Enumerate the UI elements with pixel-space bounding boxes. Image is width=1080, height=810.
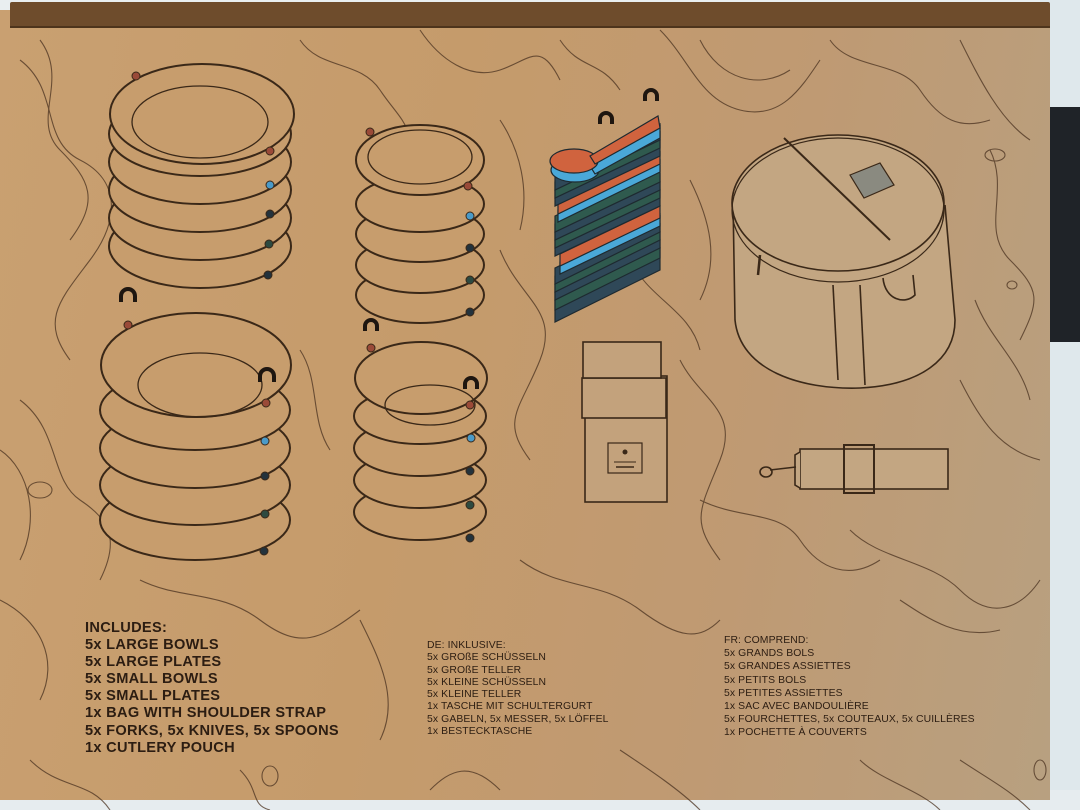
includes-list-de: DE: INKLUSIVE: 5x GROßE SCHÜSSELN 5x GRO… [427, 640, 609, 739]
includes-item-en: 5x LARGE BOWLS [85, 637, 219, 654]
includes-title-de: DE: INKLUSIVE: [427, 640, 506, 651]
includes-list-fr: FR: COMPREND: 5x GRANDS BOLS 5x GRANDES … [724, 635, 975, 742]
includes-item-de: 5x GROßE SCHÜSSELN [427, 652, 547, 664]
round-bag [731, 134, 956, 389]
shoulder-strap [759, 444, 949, 494]
includes-item-fr: 5x GRANDES ASSIETTES [724, 661, 851, 673]
includes-item-fr: 5x GRANDS BOLS [724, 648, 815, 660]
includes-item-fr: 5x PETITS BOLS [724, 674, 807, 686]
magnet-icon [643, 88, 659, 101]
includes-item-de: 5x KLEINE SCHÜSSELN [427, 676, 547, 688]
includes-list-en: INCLUDES: 5x LARGE BOWLS 5x LARGE PLATES… [85, 621, 339, 758]
includes-item-fr: 1x SAC AVEC BANDOULIÈRE [724, 700, 869, 712]
magnet-icon [119, 287, 137, 302]
includes-item-en: 5x FORKS, 5x KNIVES, 5x SPOONS [85, 722, 339, 739]
magnet-icon [463, 376, 479, 389]
topographic-contour-pattern [0, 29, 1047, 810]
magnet-icons [119, 88, 659, 389]
small-plates-stack [353, 341, 488, 543]
includes-item-de: 5x GABELN, 5x MESSER, 5x LÖFFEL [427, 713, 609, 725]
includes-item-en: 5x LARGE PLATES [85, 654, 222, 671]
cutlery-pouch [581, 341, 668, 503]
box-top-flap [10, 2, 1050, 28]
includes-title-en: INCLUDES: [85, 620, 168, 636]
large-bowls-stack [108, 63, 295, 289]
includes-item-en: 1x BAG WITH SHOULDER STRAP [85, 705, 327, 722]
includes-item-en: 5x SMALL BOWLS [85, 671, 218, 688]
includes-item-fr: 1x POCHETTE À COUVERTS [724, 727, 867, 739]
large-plates-stack [99, 312, 292, 561]
cutlery-stack [549, 115, 661, 323]
small-bowls-stack [355, 124, 485, 324]
includes-item-de: 1x BESTECKTASCHE [427, 726, 533, 738]
includes-item-en: 5x SMALL PLATES [85, 688, 221, 705]
includes-item-de: 5x GROßE TELLER [427, 664, 522, 676]
includes-item-fr: 5x FOURCHETTES, 5x COUTEAUX, 5x CUILLÈRE… [724, 714, 975, 726]
includes-item-en: 1x CUTLERY POUCH [85, 739, 235, 756]
background-dark-object [1044, 107, 1080, 342]
magnet-icon [363, 318, 379, 331]
includes-item-de: 5x KLEINE TELLER [427, 689, 522, 701]
includes-title-fr: FR: COMPREND: [724, 635, 809, 646]
magnet-icon [258, 367, 276, 382]
includes-item-fr: 5x PETITES ASSIETTES [724, 687, 843, 699]
magnet-icon [598, 111, 614, 124]
includes-item-de: 1x TASCHE MIT SCHULTERGURT [427, 701, 593, 713]
